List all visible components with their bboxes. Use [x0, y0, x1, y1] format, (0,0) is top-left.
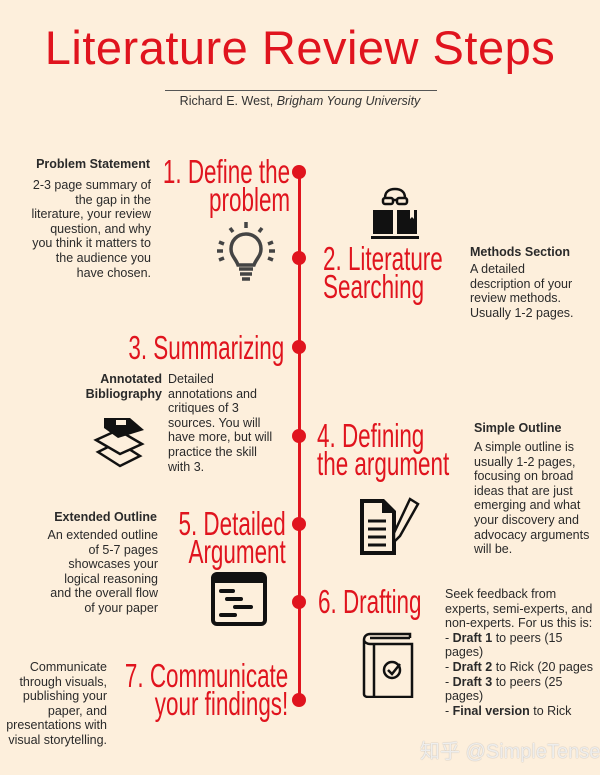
step-6-title: 6. Drafting	[318, 583, 422, 620]
step-4-description: A simple outline is usually 1-2 pages, f…	[474, 440, 590, 557]
draft-item: - Draft 2 to Rick (20 pages	[445, 659, 593, 674]
reading-glasses-book-icon	[371, 187, 419, 239]
book-check-icon	[362, 632, 414, 698]
step-1-description: 2-3 page summary of the gap in the liter…	[31, 178, 152, 280]
timeline-dot-2	[292, 251, 306, 265]
step-3-title: 3. Summarizing	[128, 329, 284, 366]
page-title: Literature Review Steps	[44, 21, 556, 74]
step-6-description: Seek feedback from experts, semi-experts…	[445, 587, 595, 718]
step-5-heading: Extended Outline	[54, 510, 157, 524]
step-2-heading: Methods Section	[470, 245, 571, 259]
author-line: Richard E. West, Brigham Young Universit…	[0, 94, 600, 108]
step-1-heading: Problem Statement	[36, 157, 150, 171]
title-divider	[165, 90, 437, 91]
outline-window-icon	[211, 572, 267, 626]
timeline-dot-1	[292, 165, 306, 179]
draft-item: - Final version to Rick	[445, 703, 572, 718]
books-stack-icon	[93, 418, 145, 468]
watermark: 知乎 @SimpleTense	[420, 741, 600, 763]
draft-item: - Draft 1 to peers (15 pages)	[445, 630, 563, 660]
timeline-dot-3	[292, 340, 306, 354]
step-7-description: Communicate through visuals, publishing …	[6, 660, 107, 747]
draft-item: - Draft 3 to peers (25 pages)	[445, 674, 563, 704]
step-3-description: Detailed annotations and critiques of 3 …	[168, 372, 273, 474]
step-2-description: A detailed description of your review me…	[470, 262, 574, 320]
author-name: Richard E. West,	[179, 94, 274, 108]
step-5-description: An extended outline of 5-7 pages showcas…	[47, 528, 158, 615]
author-affiliation: Brigham Young University	[276, 94, 421, 108]
timeline-dot-5	[292, 517, 306, 531]
timeline-dot-4	[292, 429, 306, 443]
timeline-dot-7	[292, 693, 306, 707]
document-pen-icon	[360, 497, 420, 555]
step-4-heading: Simple Outline	[474, 421, 562, 435]
timeline-dot-6	[292, 595, 306, 609]
lightbulb-icon	[217, 222, 275, 281]
